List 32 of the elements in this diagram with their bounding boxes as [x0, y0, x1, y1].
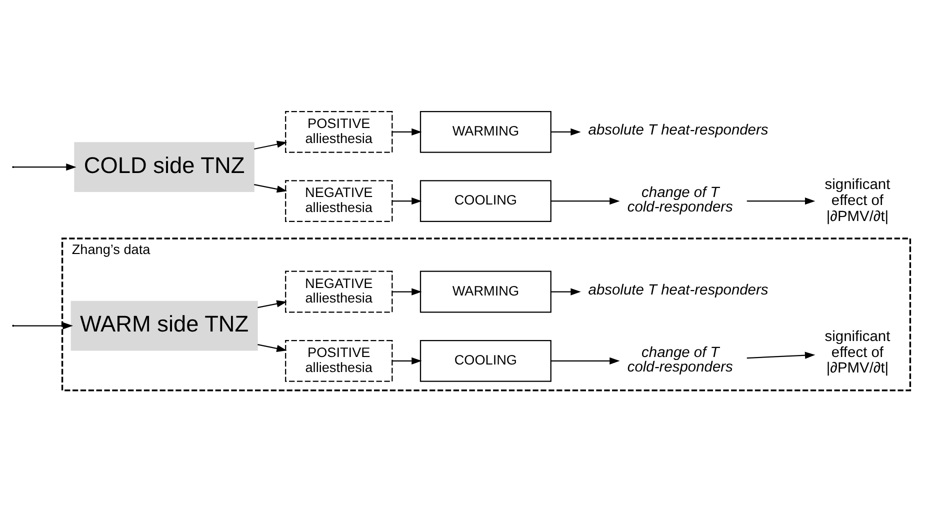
- node-text: change of T cold-responders: [627, 185, 733, 216]
- node-box: NEGATIVE alliesthesia: [285, 270, 393, 313]
- arrow: [746, 198, 816, 205]
- node-box: NEGATIVE alliesthesia: [285, 180, 393, 222]
- arrow: [551, 128, 581, 136]
- arrow: [14, 164, 76, 171]
- arrow: [258, 300, 287, 308]
- node-text: significant effect of |∂PMV/∂t|: [824, 328, 890, 377]
- node-text: significant effect of |∂PMV/∂t|: [824, 177, 890, 225]
- arrow: [258, 344, 287, 352]
- node-box: WARMING: [420, 110, 552, 153]
- arrow: [551, 288, 581, 296]
- node-box: COOLING: [420, 180, 552, 222]
- node-box: POSITIVE alliesthesia: [285, 110, 393, 153]
- node-text: absolute T heat-responders: [588, 282, 768, 298]
- arrow: [392, 357, 422, 364]
- node-box: WARMING: [420, 270, 552, 313]
- arrow: [254, 184, 288, 193]
- arrow: [14, 322, 73, 330]
- node-box: POSITIVE alliesthesia: [285, 340, 393, 382]
- arrow: [392, 198, 422, 205]
- arrow: [392, 128, 422, 136]
- arrow: [551, 198, 620, 205]
- arrow: [746, 352, 816, 359]
- node-box: COLD side TNZ: [74, 142, 254, 192]
- arrow: [392, 288, 422, 296]
- node-box: WARM side TNZ: [70, 300, 258, 351]
- arrow: [254, 140, 288, 150]
- node-text: absolute T heat-responders: [588, 122, 768, 139]
- arrow: [551, 357, 620, 364]
- node-box: COOLING: [420, 340, 552, 382]
- node-text: change of T cold-responders: [627, 344, 733, 376]
